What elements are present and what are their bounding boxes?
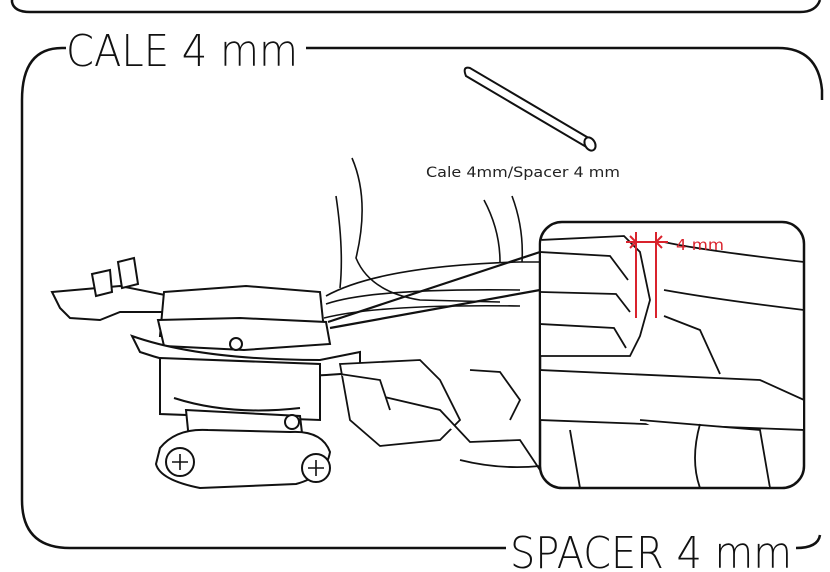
heading-spacer: SPACER 4 mm	[510, 528, 792, 572]
heading-cale: CALE 4 mm	[66, 26, 298, 77]
dimension-marker	[626, 232, 668, 318]
panel-frame	[20, 46, 824, 550]
detail-callout: 4 mm	[538, 220, 806, 490]
housing-outline	[323, 157, 540, 319]
clamp-assembly	[50, 256, 361, 490]
previous-panel-border	[10, 0, 822, 14]
base-ring	[338, 359, 541, 471]
callout-leaders	[327, 250, 541, 330]
part-caption: Cale 4mm/Spacer 4 mm	[426, 165, 620, 181]
spacer-rod	[463, 66, 597, 152]
dimension-label: 4 mm	[676, 236, 724, 254]
